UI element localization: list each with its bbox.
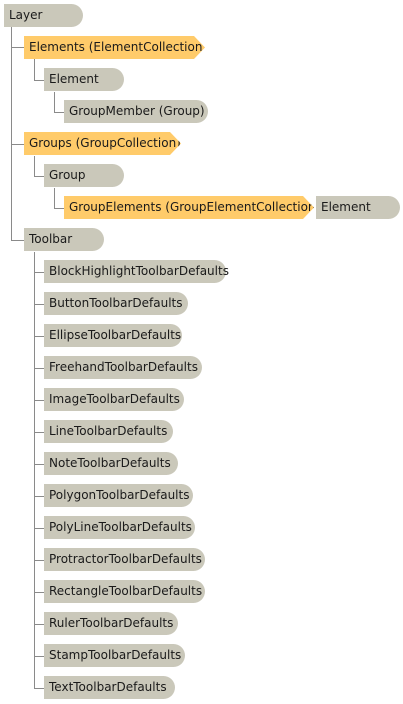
node-group-member: GroupMember (Group) [64,100,208,123]
node-toolbar-default: EllipseToolbarDefaults [44,324,182,347]
connector-toolbar-default [34,624,44,625]
connector-toolbar-default [34,656,44,657]
connector-layer-elements [11,47,24,48]
connector-toolbar-default [34,272,44,273]
node-toolbar-default: RectangleToolbarDefaults [44,580,205,603]
node-toolbar-default: StampToolbarDefaults [44,644,185,667]
connector-toolbar-default [34,304,44,305]
node-toolbar: Toolbar [24,228,104,251]
node-element: Element [44,68,124,91]
connector-group-trunk [54,188,55,208]
connector-layer-trunk [11,27,12,240]
node-toolbar-default: TextToolbarDefaults [44,676,175,699]
connector-toolbar-default [34,592,44,593]
node-group: Group [44,164,124,187]
node-elements-collection: Elements (ElementCollection) [24,36,205,59]
node-toolbar-default: RulerToolbarDefaults [44,612,178,635]
node-toolbar-default: ButtonToolbarDefaults [44,292,188,315]
connector-toolbar-default [34,464,44,465]
connector-toolbar-default [34,560,44,561]
connector-toolbar-default [34,336,44,337]
node-toolbar-default: LineToolbarDefaults [44,420,173,443]
node-groups-collection: Groups (GroupCollection) [24,132,181,155]
node-group-elements-element: Element [316,196,400,219]
connector-toolbar-default [34,528,44,529]
connector-toolbar-default [34,688,44,689]
connector-toolbar-trunk [34,252,35,688]
node-group-elements-collection: GroupElements (GroupElementCollection) [64,196,314,219]
connector-group-groupelements [54,208,64,209]
connector-element-groupmember [54,112,64,113]
node-toolbar-default: ProtractorToolbarDefaults [44,548,205,571]
connector-element-trunk [54,92,55,112]
node-toolbar-default: PolygonToolbarDefaults [44,484,193,507]
node-toolbar-default: FreehandToolbarDefaults [44,356,202,379]
connector-groups-trunk [34,156,35,176]
connector-toolbar-default [34,496,44,497]
connector-toolbar-default [34,432,44,433]
node-toolbar-default: BlockHighlightToolbarDefaults [44,260,229,283]
node-toolbar-default: PolyLineToolbarDefaults [44,516,195,539]
connector-toolbar-default [34,400,44,401]
node-toolbar-default: NoteToolbarDefaults [44,452,178,475]
connector-layer-groups [11,144,24,145]
node-layer: Layer [4,4,83,27]
node-toolbar-default: ImageToolbarDefaults [44,388,184,411]
connector-groups-group [34,176,44,177]
connector-elements-element [34,80,44,81]
connector-elements-trunk [34,59,35,80]
connector-layer-toolbar [11,240,24,241]
connector-toolbar-default [34,368,44,369]
